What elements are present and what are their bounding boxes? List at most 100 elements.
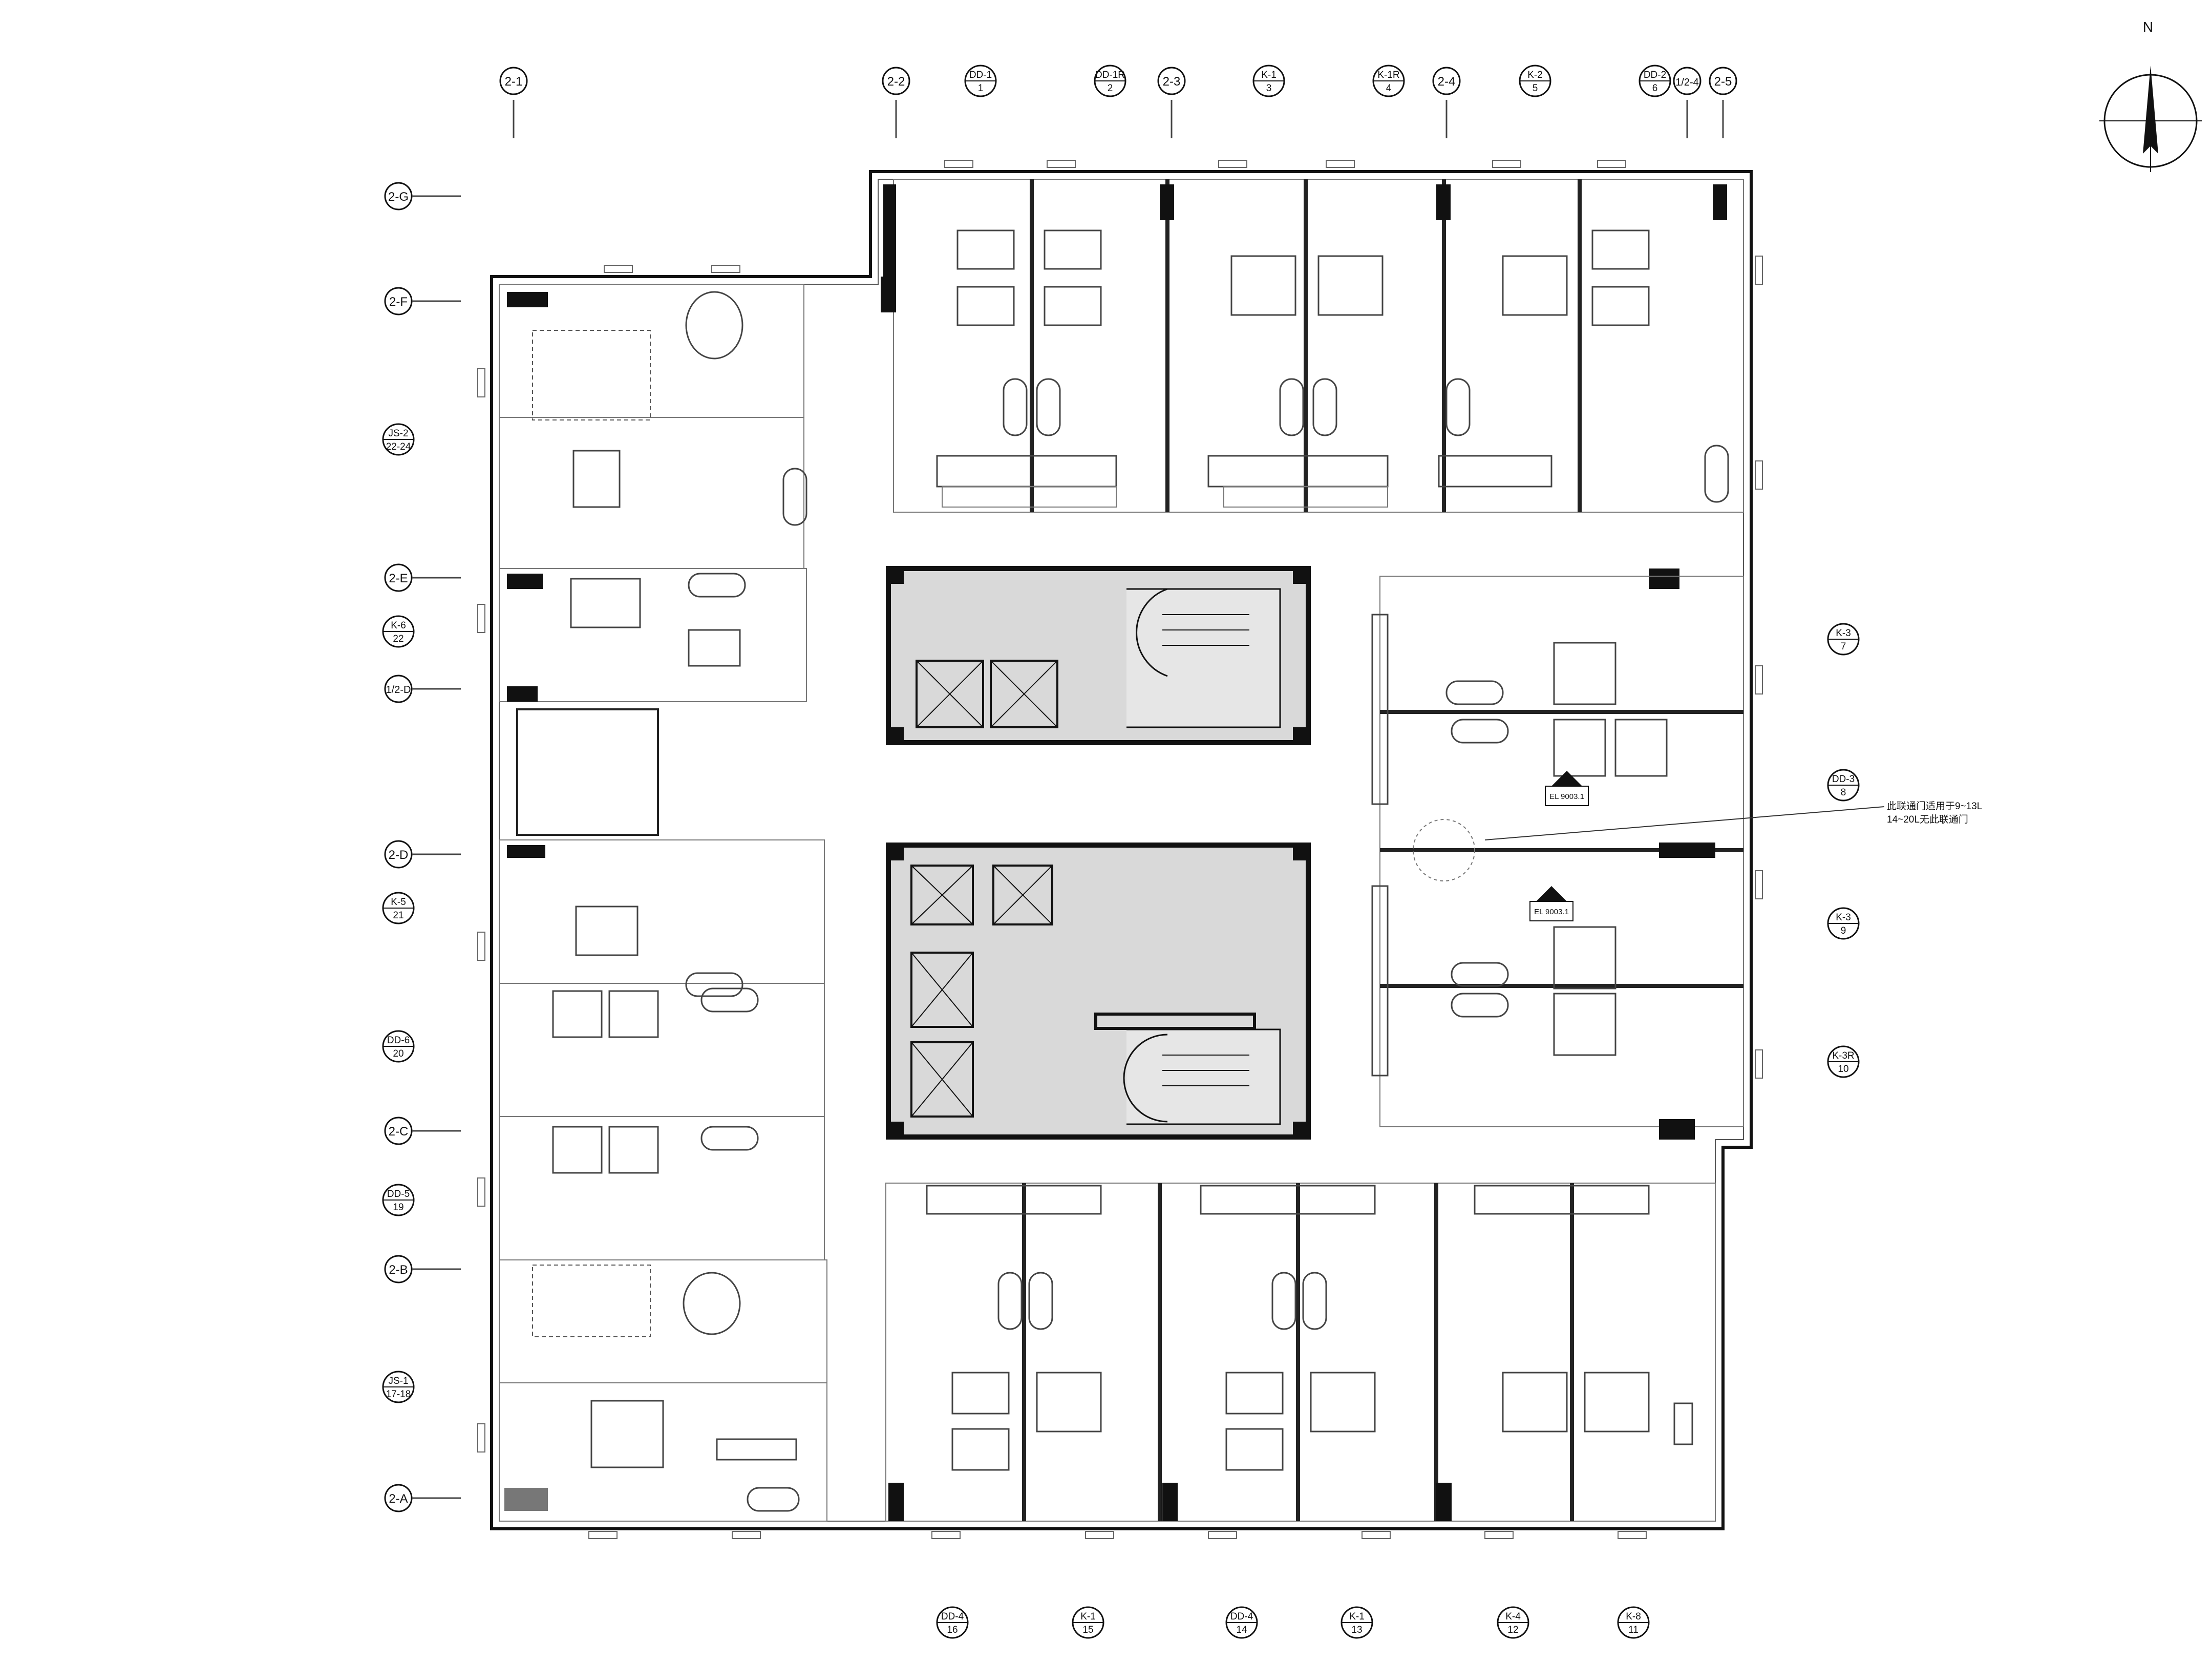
drawing-label: K-1 bbox=[1261, 70, 1277, 80]
drawing-label: 8 bbox=[1841, 787, 1846, 798]
elevation-tag: EL 9003.1 bbox=[1529, 886, 1573, 921]
grid-top-label: 2-3 bbox=[1163, 75, 1181, 89]
drawing-label: DD-5 bbox=[387, 1189, 410, 1199]
room-tag: K-1 3 bbox=[1252, 65, 1285, 97]
rooms-lower-left bbox=[499, 839, 827, 1522]
rooms-top-row bbox=[883, 179, 1744, 589]
rooms-bottom-row bbox=[885, 1183, 1716, 1522]
room-tag: DD-1 1 bbox=[964, 65, 997, 97]
drawing-label: 14 bbox=[1236, 1625, 1247, 1635]
room-tag: K-3 7 bbox=[1827, 623, 1860, 656]
note-line-1: 此联通门适用于9~13L bbox=[1887, 801, 1982, 812]
north-arrow: N bbox=[2099, 19, 2202, 172]
room-tag: K-4 12 bbox=[1497, 1606, 1529, 1639]
drawing-label: 22-24 bbox=[386, 441, 411, 452]
drawing-label: 3 bbox=[1266, 83, 1272, 94]
drawing-label: 16 bbox=[947, 1625, 958, 1635]
drawing-label: K-5 bbox=[391, 897, 406, 908]
drawing-label: DD-2 bbox=[1644, 70, 1666, 80]
room-tags-right: K-3 7 DD-3 8 K-3 9 K-3R 10 bbox=[1827, 623, 1860, 1078]
elevation-tag: EL 9003.1 bbox=[1545, 771, 1589, 806]
drawing-label: 4 bbox=[1386, 83, 1392, 94]
room-tags-top: DD-1 1 DD-1R 2 K-1 3 K-1R 4 K-2 5 DD-2 6 bbox=[964, 65, 1671, 97]
room-tag: JS-1 17-18 bbox=[382, 1371, 415, 1403]
drawing-label: K-1 bbox=[1349, 1611, 1365, 1622]
drawing-label: 5 bbox=[1533, 83, 1538, 94]
drawing-label: K-3 bbox=[1836, 912, 1851, 923]
grid-left: 2-G 2-F 2-E 1/2-D 2-D 2-C 2-B 2-A bbox=[384, 182, 461, 1512]
grid-top-label: 1/2-4 bbox=[1675, 77, 1699, 88]
drawing-label: EL 9003.1 bbox=[1534, 908, 1569, 916]
room-tag: K-3R 10 bbox=[1827, 1045, 1860, 1078]
drawing-label: DD-1 bbox=[969, 70, 992, 80]
rooms-right bbox=[1371, 576, 1744, 1140]
room-tag: DD-3 8 bbox=[1827, 769, 1860, 802]
room-tag: DD-6 20 bbox=[382, 1030, 415, 1063]
drawing-label: 2-F bbox=[389, 295, 408, 309]
rooms-upper-left bbox=[499, 277, 896, 702]
drawing-label: DD-3 bbox=[1832, 774, 1855, 785]
drawing-label: 15 bbox=[1082, 1625, 1093, 1635]
room-tags-left: JS-2 22-24 K-6 22 K-5 21 DD-6 20 DD-5 19… bbox=[382, 423, 415, 1403]
grid-top-label: 2-1 bbox=[505, 75, 523, 89]
room-tag: DD-4 16 bbox=[936, 1606, 969, 1639]
core-upper bbox=[886, 566, 1311, 745]
room-tag: K-8 11 bbox=[1617, 1606, 1650, 1639]
drawing-label: 21 bbox=[393, 910, 403, 921]
grid-top: 2-1 2-2 2-3 2-4 1/2-4 2-5 bbox=[499, 67, 1737, 138]
drawing-label: K-3 bbox=[1836, 628, 1851, 639]
grid-top-label: 2-4 bbox=[1438, 75, 1456, 89]
room-tag: K-5 21 bbox=[382, 892, 415, 924]
room-tag: JS-2 22-24 bbox=[382, 423, 415, 456]
drawing-label: 2-D bbox=[389, 848, 409, 862]
drawing-label: 17-18 bbox=[386, 1389, 411, 1400]
drawing-label: K-4 bbox=[1505, 1611, 1521, 1622]
drawing-label: K-2 bbox=[1527, 70, 1543, 80]
drawing-label: K-1R bbox=[1377, 70, 1399, 80]
room-tag: K-3 9 bbox=[1827, 907, 1860, 940]
room-tag: K-2 5 bbox=[1519, 65, 1551, 97]
drawing-label: DD-4 bbox=[941, 1611, 964, 1622]
drawing-label: 6 bbox=[1652, 83, 1658, 94]
drawing-label: K-3R bbox=[1832, 1050, 1854, 1061]
drawing-label: 7 bbox=[1841, 641, 1846, 652]
drawing-label: 19 bbox=[393, 1202, 403, 1213]
drawing-label: 2-E bbox=[389, 572, 408, 585]
drawing-label: K-6 bbox=[391, 620, 406, 631]
drawing-label: 2-B bbox=[389, 1263, 408, 1277]
drawing-label: DD-4 bbox=[1230, 1611, 1253, 1622]
drawing-label: JS-2 bbox=[388, 428, 408, 439]
drawing-label: 12 bbox=[1507, 1625, 1518, 1635]
drawing-label: 11 bbox=[1628, 1625, 1639, 1635]
note-line-2: 14~20L无此联通门 bbox=[1887, 814, 1968, 825]
room-tag: K-6 22 bbox=[382, 615, 415, 648]
drawing-label: 2-A bbox=[389, 1492, 408, 1506]
drawing-label: 10 bbox=[1838, 1064, 1848, 1075]
drawing-label: JS-1 bbox=[388, 1376, 408, 1386]
drawing-label: 9 bbox=[1841, 925, 1846, 936]
room-tag: DD-5 19 bbox=[382, 1184, 415, 1216]
drawing-label: 2 bbox=[1108, 83, 1113, 94]
grid-top-label: 2-5 bbox=[1714, 75, 1732, 89]
window-marks bbox=[477, 160, 1763, 1539]
core-lower bbox=[886, 843, 1311, 1140]
drawing-label: EL 9003.1 bbox=[1549, 792, 1584, 801]
drawing-label: 2-C bbox=[389, 1125, 409, 1139]
drawing-label: 1/2-D bbox=[386, 684, 411, 696]
drawing-label: 20 bbox=[393, 1048, 403, 1059]
connecting-door-note: 此联通门适用于9~13L 14~20L无此联通门 bbox=[1484, 801, 1982, 840]
drawing-label: 1 bbox=[978, 83, 984, 94]
drawing-label: 13 bbox=[1351, 1625, 1362, 1635]
drawing-label: 2-G bbox=[388, 190, 409, 204]
room-tag: DD-4 14 bbox=[1225, 1606, 1258, 1639]
drawing-label: DD-1R bbox=[1095, 70, 1125, 80]
grid-top-label: 2-2 bbox=[887, 75, 905, 89]
drawing-label: DD-6 bbox=[387, 1035, 410, 1046]
drawing-label: K-1 bbox=[1080, 1611, 1096, 1622]
room-tag: K-1 13 bbox=[1341, 1606, 1373, 1639]
room-tag: K-1R 4 bbox=[1372, 65, 1405, 97]
room-tag: K-1 15 bbox=[1072, 1606, 1104, 1639]
drawing-label: K-8 bbox=[1626, 1611, 1641, 1622]
north-label: N bbox=[2143, 19, 2153, 35]
